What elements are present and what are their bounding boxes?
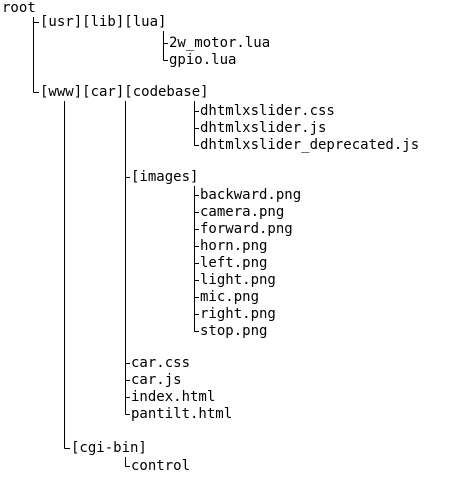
file-dhtmlxslider-js: dhtmlxslider.js — [200, 120, 327, 136]
folder-cgi-bin: [cgi-bin] — [71, 440, 147, 456]
folder-images: [images] — [131, 169, 199, 185]
file-index-html: index.html — [131, 389, 216, 405]
file-car-css: car.css — [131, 355, 191, 371]
file-backward-png: backward.png — [200, 187, 302, 203]
file-dhtmlxslider-css: dhtmlxslider.css — [200, 103, 335, 119]
file-camera-png: camera.png — [200, 204, 285, 220]
file-control: control — [131, 458, 191, 474]
file-light-png: light.png — [200, 272, 276, 288]
file-2w-motor-lua: 2w_motor.lua — [169, 35, 271, 51]
file-stop-png: stop.png — [200, 323, 268, 339]
folder-www-car-codebase: [www][car][codebase] — [40, 84, 209, 100]
file-car-js: car.js — [131, 372, 182, 388]
folder-usr-lib-lua: [usr][lib][lua] — [40, 14, 167, 30]
file-dhtmlxslider-deprecated-js: dhtmlxslider_deprecated.js — [200, 137, 420, 153]
file-left-png: left.png — [200, 255, 268, 271]
root-label: root — [2, 0, 36, 16]
file-pantilt-html: pantilt.html — [131, 406, 233, 422]
file-right-png: right.png — [200, 306, 276, 322]
file-gpio-lua: gpio.lua — [169, 52, 237, 68]
file-horn-png: horn.png — [200, 238, 268, 254]
file-forward-png: forward.png — [200, 221, 293, 237]
file-mic-png: mic.png — [200, 289, 260, 305]
